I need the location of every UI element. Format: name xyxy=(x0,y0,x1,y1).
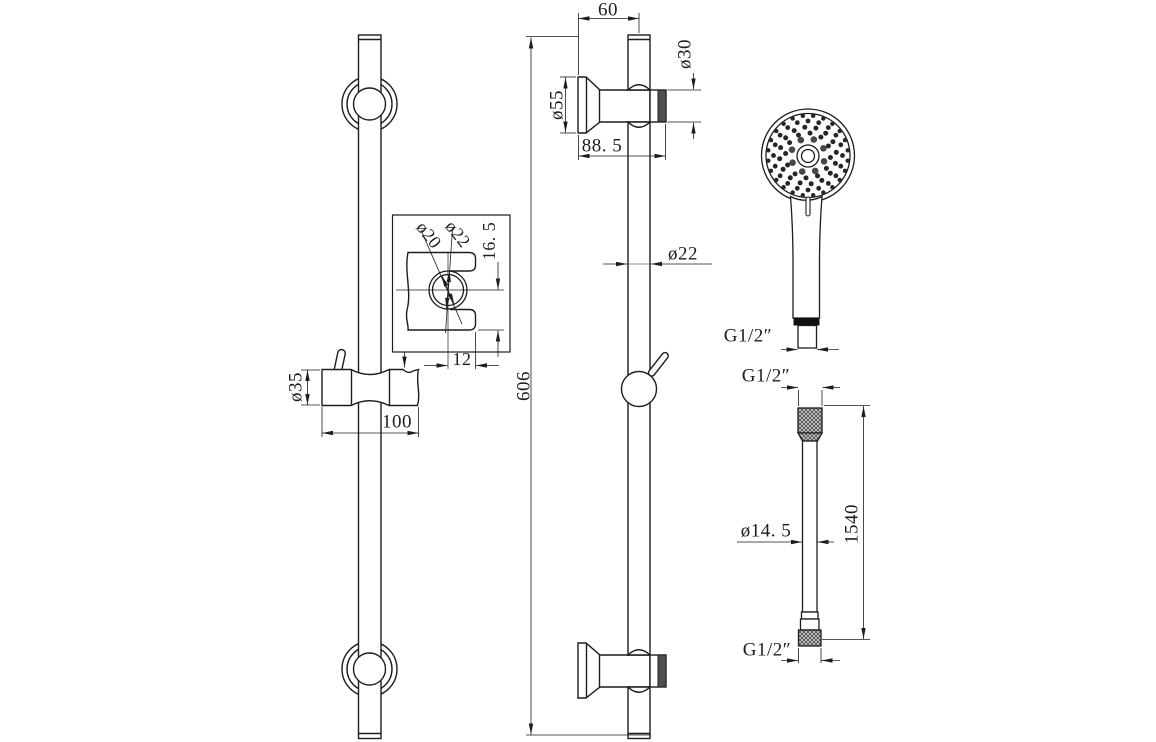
spray-dots xyxy=(766,113,850,198)
dim-slot-width xyxy=(424,332,499,369)
hose-collar xyxy=(800,611,819,620)
dim-label-dia30: ø30 xyxy=(674,39,696,69)
dim-flange-diameter xyxy=(560,76,576,134)
dim-hose-length xyxy=(822,405,870,640)
detail-box-frame xyxy=(391,214,511,353)
dim-label-g12-hose-bottom: G1/2″ xyxy=(742,639,792,661)
dim-hose-top-thread xyxy=(781,385,840,406)
handset-view xyxy=(760,108,856,349)
holder-detail-box xyxy=(391,214,511,369)
handle-trim-band xyxy=(793,318,820,326)
mount-cover-bottom xyxy=(352,652,387,686)
dim-label-60: 60 xyxy=(598,0,618,21)
detail-diameter-leaders xyxy=(420,227,463,334)
mount-cover-top xyxy=(352,87,387,121)
dim-label-100: 100 xyxy=(382,411,412,433)
hose xyxy=(796,407,824,647)
slider-knob-side xyxy=(620,351,669,408)
hose-nut-top-taper xyxy=(796,432,824,442)
handset-connector xyxy=(797,324,818,349)
dim-label-dia22-side: ø22 xyxy=(668,243,698,265)
dim-label-dia35: ø35 xyxy=(285,372,307,402)
dim-label-88-5: 88. 5 xyxy=(581,135,623,157)
dim-holder-length xyxy=(321,407,419,437)
dim-label-1540: 1540 xyxy=(841,504,863,544)
dim-center-offset xyxy=(478,262,504,357)
side-view xyxy=(577,34,669,740)
dim-hose-bottom-thread xyxy=(781,648,840,663)
dim-label-g12-connector: G1/2″ xyxy=(723,325,773,347)
hose-collar-lower xyxy=(799,618,820,631)
dim-bracket-arm-diameter xyxy=(667,73,701,139)
dim-label-16-5: 16. 5 xyxy=(479,221,499,261)
mode-slider-button xyxy=(805,196,811,217)
dim-label-g12-hose-top: G1/2″ xyxy=(741,365,791,387)
dim-label-dia14-5: ø14. 5 xyxy=(740,520,792,542)
front-view xyxy=(321,34,420,740)
wall-bracket-bottom-side xyxy=(577,642,667,699)
slider-holder xyxy=(321,368,420,407)
spray-center-ring xyxy=(796,144,820,168)
dim-holder-diameter xyxy=(301,369,320,406)
wall-bracket-top-side xyxy=(577,76,667,134)
dim-bracket-depth xyxy=(578,124,666,160)
detail-bracket xyxy=(405,251,477,331)
dim-rail-length xyxy=(526,36,651,736)
spray-center-hole xyxy=(800,148,816,164)
dim-label-dia55: ø55 xyxy=(546,90,568,120)
hose-tube xyxy=(801,440,818,613)
dim-wall-offset xyxy=(578,13,640,75)
hose-nut-bottom xyxy=(797,629,822,647)
hose-nut-top xyxy=(797,407,823,434)
dim-label-12: 12 xyxy=(452,349,472,369)
dim-label-606: 606 xyxy=(513,371,535,401)
